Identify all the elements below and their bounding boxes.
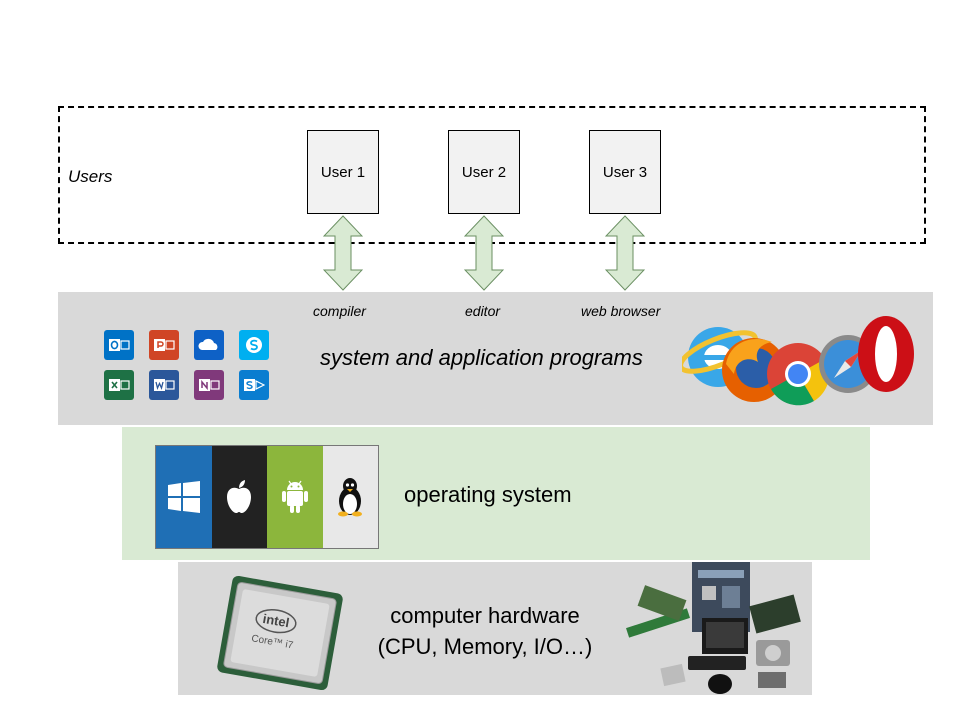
- onedrive-icon: [194, 330, 224, 360]
- skype-icon: [239, 330, 269, 360]
- double-arrow-2: [464, 215, 504, 291]
- apple-icon: [227, 480, 252, 513]
- os-layer-title: operating system: [404, 482, 572, 507]
- sharepoint-icon: [239, 370, 269, 400]
- intel-logo-text: intel: [262, 611, 291, 630]
- user-2-box: User 2: [448, 130, 520, 214]
- apps-layer-title: system and application programs: [320, 345, 643, 370]
- linux-tile: [322, 446, 378, 548]
- apple-tile: [211, 446, 267, 548]
- double-arrow-1: [323, 215, 363, 291]
- android-tile: [267, 446, 323, 548]
- intel-cpu-image: intel Core™ i7: [217, 575, 343, 691]
- user-3-label: User 3: [602, 163, 648, 181]
- program-label-web-browser: web browser: [581, 303, 661, 319]
- chrome-icon: [767, 343, 830, 406]
- expansion-card-icon: [637, 585, 687, 621]
- safari-icon: [819, 335, 877, 393]
- cpu-fan-icon: [660, 663, 686, 687]
- word-icon: [149, 370, 179, 400]
- user-1-label: User 1: [320, 163, 366, 181]
- drive-icon: [758, 672, 786, 688]
- users-label: Users: [68, 167, 113, 186]
- onenote-icon: [194, 370, 224, 400]
- linux-icon: [338, 478, 363, 517]
- program-label-editor: editor: [465, 303, 501, 319]
- user-1-box: User 1: [307, 130, 379, 214]
- browser-logos-cluster: [682, 316, 914, 406]
- hardware-title: computer hardware: [390, 603, 580, 628]
- windows-tile: [156, 446, 212, 548]
- hardware-subtitle: (CPU, Memory, I/O…): [377, 634, 593, 659]
- program-label-compiler: compiler: [313, 303, 366, 319]
- os-logos-strip: [155, 445, 379, 549]
- outlook-icon: [104, 330, 134, 360]
- mouse-icon: [708, 674, 732, 694]
- double-arrow-3: [605, 215, 645, 291]
- powerpoint-icon: [149, 330, 179, 360]
- graphics-card-icon: [749, 594, 801, 634]
- excel-icon: [104, 370, 134, 400]
- user-2-label: User 2: [461, 163, 507, 181]
- windows-icon: [167, 481, 200, 513]
- opera-icon: [858, 316, 914, 392]
- keyboard-icon: [688, 656, 746, 670]
- android-icon: [281, 480, 308, 513]
- hardware-components-image: [626, 562, 801, 694]
- user-3-box: User 3: [589, 130, 661, 214]
